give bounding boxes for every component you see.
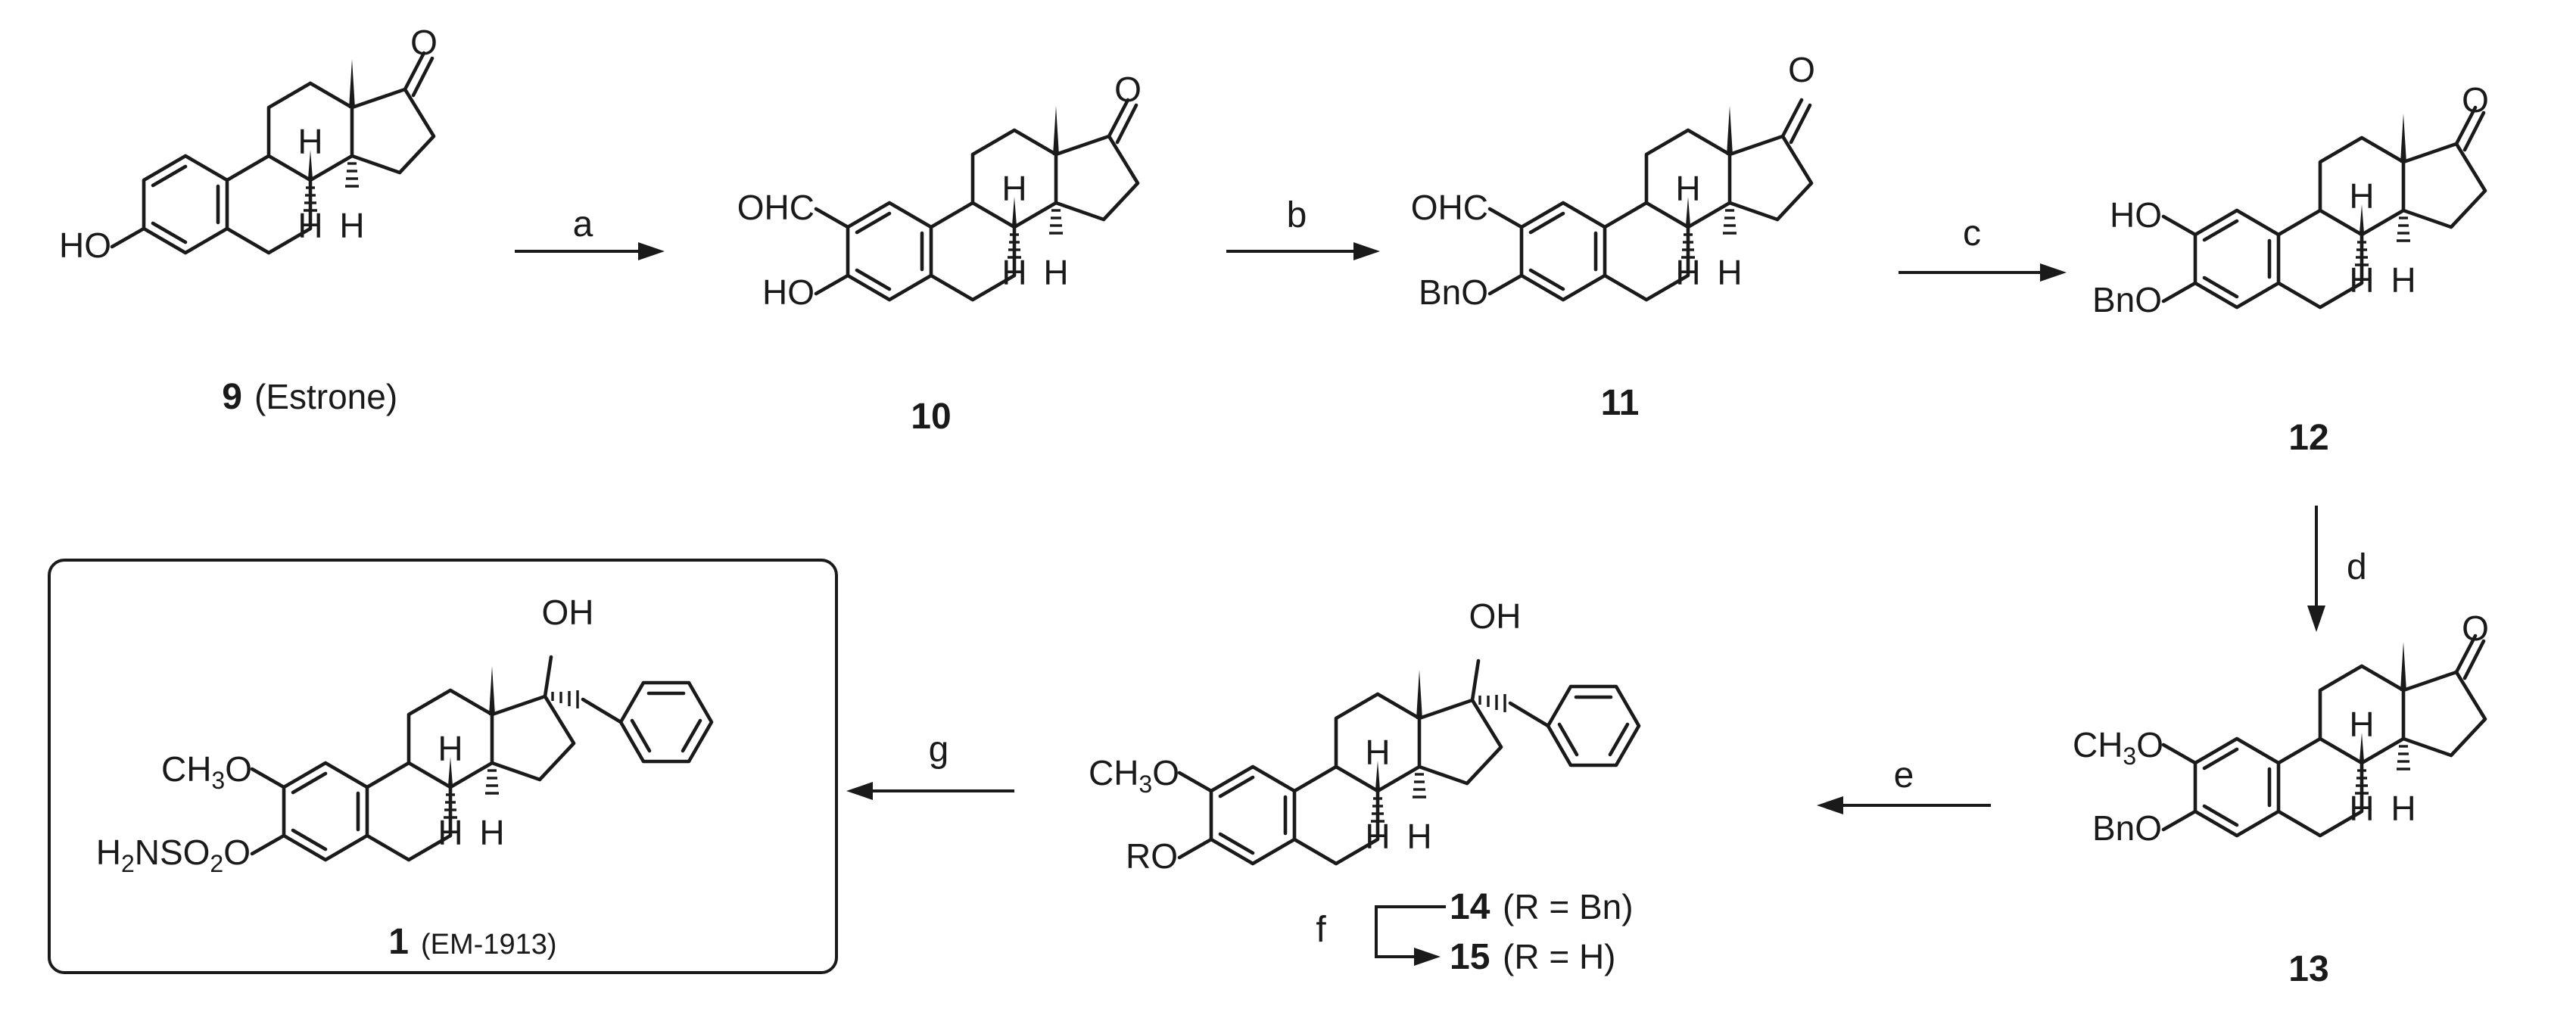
compound-note-9: (Estrone) bbox=[254, 377, 397, 416]
molecule-10 bbox=[816, 100, 1138, 300]
atom-label: O bbox=[1114, 70, 1142, 109]
atom-label-methoxy: CH3O bbox=[161, 749, 252, 794]
reaction-arrow-b: b bbox=[1226, 195, 1380, 260]
atom-label: H bbox=[1675, 253, 1700, 292]
reaction-label-a: a bbox=[573, 204, 593, 244]
atom-label: H bbox=[438, 729, 463, 768]
atom-label: H bbox=[1001, 253, 1026, 292]
atom-label: BnO bbox=[1419, 272, 1488, 312]
compound-number-10: 10 bbox=[911, 397, 951, 437]
atom-label: HO bbox=[762, 272, 815, 312]
atom-label: BnO bbox=[2092, 280, 2162, 319]
atom-label: H bbox=[2391, 260, 2416, 300]
atom-label-methoxy: CH3O bbox=[1089, 753, 1179, 798]
reaction-arrow-f: f bbox=[1316, 905, 1446, 966]
atom-label-methoxy: CH3O bbox=[2073, 725, 2163, 770]
compound-note-14: (R = Bn) bbox=[1503, 887, 1634, 926]
compound-note-15: (R = H) bbox=[1503, 937, 1616, 976]
reaction-label-f: f bbox=[1316, 910, 1326, 950]
atom-label-sulfamate: H2NSO2O bbox=[96, 833, 251, 877]
atom-label: OHC bbox=[1411, 188, 1488, 227]
atom-label: H bbox=[479, 813, 504, 852]
atom-label: RO bbox=[1126, 836, 1178, 876]
atom-label: H bbox=[1001, 169, 1026, 208]
reaction-label-g: g bbox=[929, 730, 949, 770]
atom-label: H bbox=[1043, 253, 1068, 292]
atom-label: H bbox=[438, 813, 463, 852]
reaction-label-b: b bbox=[1287, 195, 1307, 235]
molecule-11 bbox=[1490, 100, 1811, 300]
molecule-13 bbox=[2163, 636, 2485, 836]
atom-label: H bbox=[2349, 176, 2374, 216]
atom-label: O bbox=[2462, 80, 2489, 120]
compound-number-1: 1 bbox=[388, 922, 409, 962]
reaction-arrow-g: g bbox=[846, 730, 1014, 800]
atom-label: OH bbox=[542, 593, 594, 632]
atom-label: H bbox=[1365, 817, 1390, 856]
reaction-arrow-a: a bbox=[515, 204, 665, 260]
reaction-arrow-c: c bbox=[1899, 213, 2067, 282]
atom-label: H bbox=[297, 206, 322, 245]
atom-label: O bbox=[1788, 50, 1815, 89]
atom-label: H bbox=[1365, 733, 1390, 772]
molecule-12 bbox=[2163, 107, 2485, 307]
molecule-9 bbox=[112, 53, 434, 253]
atom-label: H bbox=[2349, 260, 2374, 300]
target-compound-box bbox=[48, 559, 838, 974]
atom-label: O bbox=[410, 23, 438, 62]
atom-label: OH bbox=[1469, 596, 1522, 636]
reaction-arrow-d: d bbox=[2307, 506, 2367, 632]
compound-note-1: (EM-1913) bbox=[421, 929, 557, 961]
atom-label: H bbox=[2349, 789, 2374, 828]
compound-number-15: 15 bbox=[1450, 937, 1490, 977]
atom-label: H bbox=[1406, 817, 1431, 856]
atom-label: O bbox=[2462, 609, 2489, 648]
compound-number-14: 14 bbox=[1450, 887, 1490, 927]
atom-label: H bbox=[339, 206, 364, 245]
atom-label: HO bbox=[59, 226, 111, 265]
atom-label: H bbox=[2391, 789, 2416, 828]
atom-label: H bbox=[297, 122, 322, 161]
reaction-label-d: d bbox=[2347, 547, 2367, 587]
atom-label: OHC bbox=[737, 188, 815, 227]
atom-label: H bbox=[2349, 705, 2374, 744]
atom-label: HO bbox=[2110, 195, 2162, 235]
reaction-label-c: c bbox=[1963, 213, 1981, 254]
compound-number-9: 9 bbox=[222, 377, 242, 417]
reaction-label-e: e bbox=[1894, 755, 1914, 795]
atom-label: BnO bbox=[2092, 808, 2162, 848]
compound-number-11: 11 bbox=[1601, 383, 1640, 423]
atom-label: H bbox=[1717, 253, 1742, 292]
reaction-arrow-e: e bbox=[1817, 755, 1991, 814]
atom-label: H bbox=[1675, 169, 1700, 208]
compound-number-12: 12 bbox=[2288, 418, 2328, 458]
compound-number-13: 13 bbox=[2288, 949, 2328, 989]
